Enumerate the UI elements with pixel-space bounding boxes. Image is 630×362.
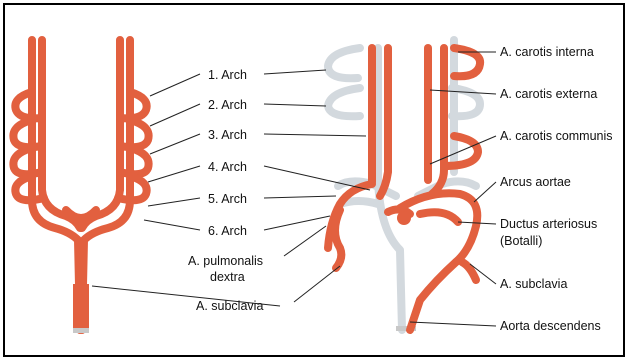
left-aorta-cap <box>73 328 89 333</box>
left-arch-3 <box>13 148 42 174</box>
left-inner-column <box>42 40 80 228</box>
leader-arch4 <box>148 166 200 182</box>
left-carotis-externa <box>432 48 444 194</box>
leader-pulmonalis <box>284 226 326 256</box>
label-arch4: 4. Arch <box>208 160 247 174</box>
arcus-aortae <box>400 193 477 262</box>
embryonic-arch-arteries <box>13 40 148 333</box>
leader-arch1-right <box>264 70 326 74</box>
right-aorta-descendens <box>410 262 456 330</box>
leader-aorta-descendens <box>410 322 496 326</box>
pulmonary-right <box>335 210 341 268</box>
leader-arch6-right <box>264 216 330 230</box>
leader-arch5 <box>148 198 200 206</box>
label-subclavia-right: A. subclavia <box>500 277 567 291</box>
label-aorta-descendens: Aorta descendens <box>500 319 601 333</box>
label-carotis-interna: A. carotis interna <box>500 45 594 59</box>
label-arch6: 6. Arch <box>208 224 247 238</box>
label-ductus-2: (Botalli) <box>500 234 542 248</box>
label-pulmonalis-1: A. pulmonalis <box>188 254 263 268</box>
label-carotis-communis: A. carotis communis <box>500 129 613 143</box>
leader-arch1 <box>150 74 200 96</box>
label-subclavia-left: A. subclavia <box>196 299 263 313</box>
right-inner-column <box>82 40 120 228</box>
label-arch1: 1. Arch <box>208 68 247 82</box>
left-aorta-descendens <box>73 284 89 332</box>
label-pulmonalis-2: dextra <box>210 270 245 284</box>
right-arch-3 <box>120 148 149 174</box>
label-ductus-1: Ductus arteriosus <box>500 217 597 231</box>
leader-arch3-right <box>264 134 366 136</box>
label-arch2: 2. Arch <box>208 98 247 112</box>
aortic-root <box>397 211 411 225</box>
leader-arch3 <box>150 134 200 154</box>
truncus-node <box>76 216 86 226</box>
leader-subclavia-mid <box>294 266 340 302</box>
ductus-arteriosus <box>420 212 458 222</box>
regressed-arch-1 <box>328 48 360 78</box>
left-arch-2 <box>13 120 42 147</box>
leader-arch2-right <box>264 104 326 106</box>
leader-arch2 <box>150 104 200 126</box>
leader-arch6 <box>144 220 200 230</box>
label-arcus-aortae: Arcus aortae <box>500 175 571 189</box>
label-arch5: 5. Arch <box>208 192 247 206</box>
right-arch-2 <box>120 120 149 147</box>
label-arch3: 3. Arch <box>208 128 247 142</box>
leader-arch5-right <box>264 196 336 198</box>
left-subclavian <box>462 262 476 280</box>
label-carotis-externa: A. carotis externa <box>500 87 597 101</box>
regressed-arch-2 <box>328 88 360 116</box>
